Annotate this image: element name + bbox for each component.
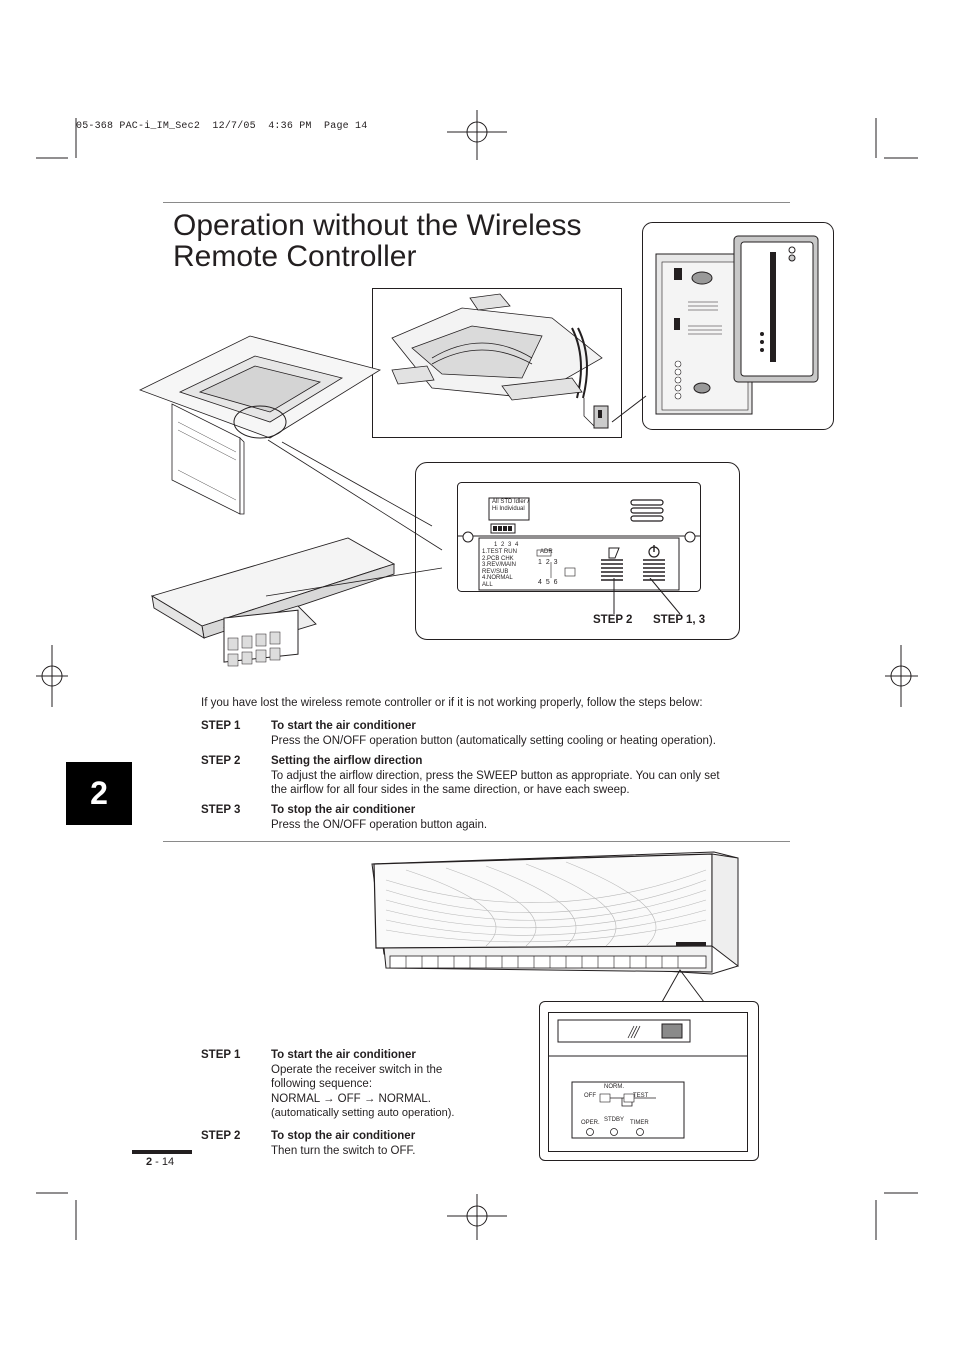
- ceiling-suspended-unit: [150, 537, 396, 667]
- mode-item: ALL: [482, 581, 493, 588]
- step-label: STEP 2: [201, 1130, 241, 1142]
- page-number-bar: [132, 1150, 192, 1154]
- page-title: Operation without the Wireless Remote Co…: [173, 210, 582, 272]
- mode-list: 1.TEST RUN 2.PCB CHK 3.REV/MAIN REV/SUB …: [482, 549, 517, 589]
- wall-step-2: STEP 2 To stop the air conditioner Then …: [201, 1129, 511, 1159]
- print-slug: 05-368 PAC-i_IM_Sec2 12/7/05 4:36 PM Pag…: [76, 121, 368, 132]
- switch-test-label: TEST: [633, 1093, 649, 1099]
- mode-item: 2.PCB CHK: [482, 555, 514, 562]
- lamp-oper-label: OPER.: [581, 1120, 600, 1126]
- step-heading: To start the air conditioner: [271, 1049, 416, 1061]
- title-line-1: Operation without the Wireless: [173, 209, 582, 242]
- receiver-unit-illustration: [642, 222, 834, 430]
- receiver-switch-panel: [548, 1012, 748, 1152]
- mode-item: 1.TEST RUN: [482, 549, 517, 555]
- step-label: STEP 1: [201, 720, 241, 732]
- title-line-2: Remote Controller: [173, 240, 417, 273]
- lamp-timer-label: TIMER: [630, 1120, 649, 1126]
- step-heading: To stop the air conditioner: [271, 804, 416, 816]
- step-2-callout: STEP 2: [593, 614, 633, 626]
- dip-numbers: 1 2 3 4: [494, 542, 520, 548]
- step-heading: To stop the air conditioner: [271, 1130, 416, 1142]
- page-number-page: 14: [161, 1156, 175, 1168]
- cassette-step-3: STEP 3 To stop the air conditioner Press…: [201, 803, 781, 833]
- switch-norm-label: NORM.: [604, 1084, 624, 1090]
- switch-off-label: OFF: [584, 1093, 596, 1099]
- page-number-chapter: 2: [146, 1156, 153, 1168]
- top-rule: [163, 202, 790, 203]
- step-pointer-lines: [613, 578, 681, 615]
- control-panel-face: [457, 482, 701, 592]
- step-line: following sequence:: [271, 1078, 373, 1090]
- step-line: (automatically setting auto operation).: [271, 1107, 455, 1119]
- wall-callout-leader: [661, 969, 705, 1003]
- leader-line: [611, 395, 647, 423]
- mode-item: 3.REV/MAIN: [482, 562, 517, 569]
- step-label: STEP 1: [201, 1049, 241, 1061]
- address-top: 1 2 3: [538, 559, 559, 566]
- address-label: ADR: [540, 549, 553, 555]
- intro-text: If you have lost the wireless remote con…: [201, 697, 703, 709]
- cassette-step-1: STEP 1 To start the air conditioner Pres…: [201, 719, 781, 749]
- step-label: STEP 2: [201, 755, 241, 767]
- cassette-step-2: STEP 2 Setting the airflow direction To …: [201, 754, 781, 799]
- step-heading: To start the air conditioner: [271, 720, 416, 732]
- ceiling-unit-cutaway: [372, 288, 622, 438]
- step-line: NORMAL → OFF → NORMAL.: [271, 1092, 431, 1105]
- step-line: To adjust the airflow direction, press t…: [271, 769, 720, 782]
- middle-rule: [163, 841, 790, 842]
- mode-item: 4.NORMAL: [482, 575, 513, 582]
- mode-item: REV/SUB: [482, 568, 509, 575]
- step-line: the airflow for all four sides in the sa…: [271, 784, 630, 796]
- step-line: Press the ON/OFF operation button again.: [271, 818, 488, 831]
- wall-unit-illustration: [371, 851, 739, 975]
- lamp-stdby-label: STDBY: [604, 1117, 625, 1123]
- step-1-3-callout: STEP 1, 3: [653, 614, 706, 626]
- step-label: STEP 3: [201, 804, 241, 816]
- step-line: Press the ON/OFF operation button (autom…: [271, 734, 716, 747]
- address-bottom: 4 5 6: [538, 579, 559, 586]
- page-number: 2 - 14: [146, 1156, 174, 1168]
- cassette-unit-illustration: [138, 335, 382, 515]
- page-number-separator: -: [152, 1156, 162, 1168]
- wall-step-1: STEP 1 To start the air conditioner Oper…: [201, 1048, 511, 1124]
- step-line: Then turn the switch to OFF.: [271, 1144, 416, 1157]
- step-heading: Setting the airflow direction: [271, 755, 423, 767]
- callout-leader-lines: [265, 439, 443, 597]
- step-line: Operate the receiver switch in the: [271, 1063, 443, 1076]
- chapter-tab: 2: [66, 762, 132, 825]
- dip-label: All STD Idler / Hi Individual: [492, 499, 530, 512]
